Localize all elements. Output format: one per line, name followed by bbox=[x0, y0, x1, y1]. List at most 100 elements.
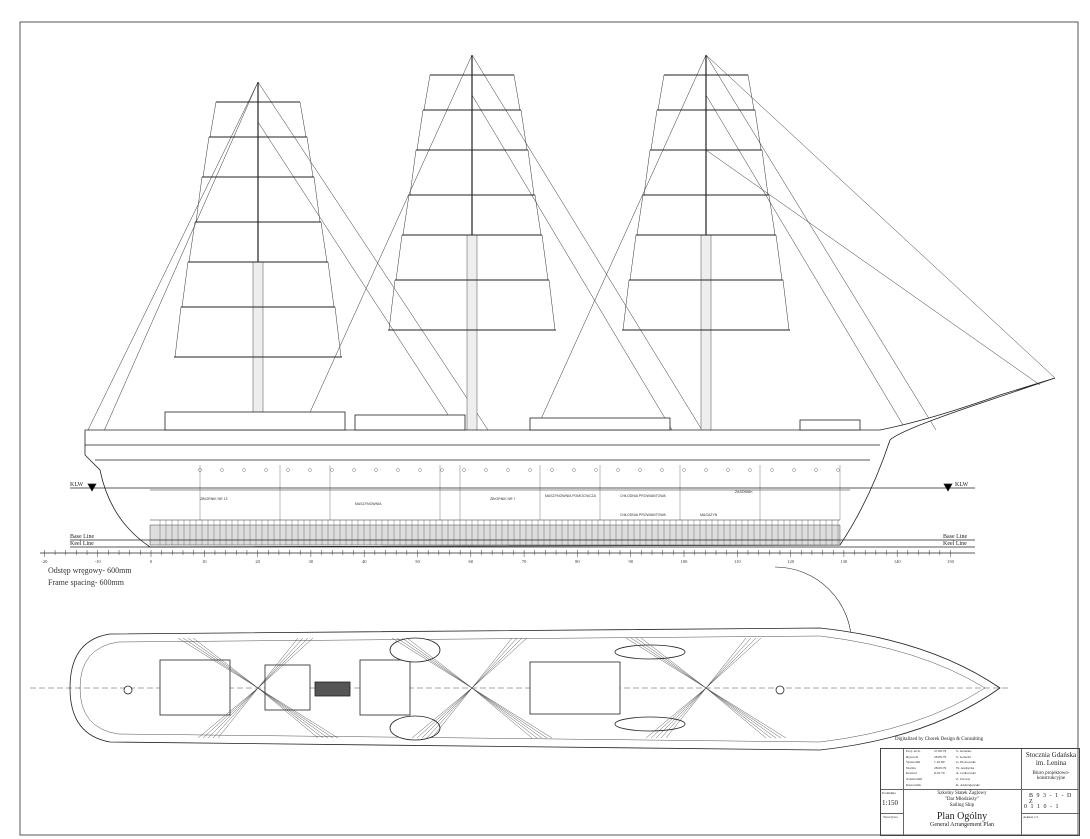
porthole bbox=[374, 468, 378, 472]
material-label: Tworzywo bbox=[883, 815, 898, 819]
plan-brace bbox=[705, 637, 747, 689]
forestay bbox=[705, 54, 1056, 379]
signature-name: S. Golecki bbox=[956, 754, 971, 759]
plan-brace bbox=[257, 687, 324, 739]
sail-edge bbox=[409, 149, 535, 196]
scale-tick-label: 140 bbox=[894, 559, 902, 564]
plan-brace bbox=[471, 637, 518, 689]
waterline-label-bow: KLW bbox=[955, 482, 969, 488]
porthole bbox=[594, 468, 598, 472]
plan-brace bbox=[182, 637, 259, 689]
sail-edge bbox=[622, 279, 790, 331]
scale-tick-label: 90 bbox=[628, 559, 633, 564]
office-line-1: Biuro projektowo- bbox=[1032, 771, 1070, 776]
compartment-label: CHŁODNIA PROWIANTOWA bbox=[620, 494, 667, 498]
signature-name: A. Grabowski bbox=[956, 771, 976, 776]
scale-tick-label: 60 bbox=[469, 559, 474, 564]
plan-brace bbox=[257, 687, 339, 739]
keel-line-label-bow: Keel Line bbox=[943, 541, 967, 547]
sail-edge bbox=[209, 101, 307, 138]
waterline bbox=[40, 483, 975, 554]
company-line-1: Stocznia Gdańska bbox=[1025, 751, 1077, 759]
plan-brace bbox=[257, 637, 299, 689]
scale-tick-label: 80 bbox=[575, 559, 580, 564]
plan-brace bbox=[471, 687, 553, 739]
porthole bbox=[418, 468, 422, 472]
sail-edge bbox=[188, 221, 328, 263]
scale-tick-label: 110 bbox=[734, 559, 741, 564]
drawing-number-2: 0 1 1 0 - 1 bbox=[1024, 804, 1060, 810]
sail-edge bbox=[388, 279, 556, 331]
sail-edge bbox=[395, 234, 549, 281]
stay bbox=[257, 81, 489, 431]
porthole bbox=[616, 468, 620, 472]
signature-date: 27.08.79 bbox=[934, 749, 947, 753]
porthole bbox=[286, 468, 290, 472]
ship-type: Szkolny Statek Żaglowy bbox=[937, 791, 987, 796]
plan-brace bbox=[257, 687, 319, 739]
porthole bbox=[748, 468, 752, 472]
plan-brace bbox=[471, 687, 538, 739]
signature-name: Z. Choroś bbox=[956, 777, 970, 781]
scale-tick-label: 40 bbox=[362, 559, 367, 564]
porthole bbox=[528, 468, 532, 472]
keel-line-label: Keel Line bbox=[70, 541, 94, 547]
scale-tick-label: 10 bbox=[202, 559, 207, 564]
plan-brace bbox=[665, 687, 707, 739]
drawing-frame bbox=[19, 21, 1079, 836]
waterline-label-stern: KLW bbox=[70, 482, 84, 488]
porthole bbox=[704, 468, 708, 472]
plan-brace bbox=[660, 687, 707, 739]
porthole bbox=[242, 468, 246, 472]
plan-brace bbox=[705, 687, 777, 739]
scale-tick-label: 130 bbox=[841, 559, 849, 564]
plan-brace bbox=[426, 687, 473, 739]
compartment-labels: ZBIORNIK NR 13 MASZYNOWNIA ZBIORNIK NR 7… bbox=[200, 490, 753, 517]
sail-edge bbox=[636, 194, 776, 236]
scale-tick-label: 120 bbox=[787, 559, 795, 564]
porthole bbox=[462, 468, 466, 472]
drawing-title-en: General Arrangement Plan bbox=[930, 822, 994, 828]
plan-brace bbox=[640, 637, 707, 689]
spanker-gaff bbox=[99, 81, 259, 441]
compartment-label: MAGAZYN bbox=[700, 513, 718, 517]
sail-edge bbox=[657, 74, 755, 111]
masts bbox=[174, 55, 790, 463]
plan-brace bbox=[411, 687, 473, 739]
sheet-label: Arkusz 1/1 bbox=[1023, 815, 1039, 819]
plan-brace bbox=[655, 687, 707, 739]
sail-edge bbox=[181, 261, 335, 308]
scale-label: Podziałka bbox=[882, 791, 896, 795]
plan-brace bbox=[650, 687, 707, 739]
signature-role: Zatwierdził bbox=[906, 777, 923, 781]
compartment-label: CHŁODNIA PROWIANTOWA bbox=[620, 513, 667, 517]
scale-tick-label: -10 bbox=[95, 559, 102, 564]
scale-tick-label: 20 bbox=[255, 559, 260, 564]
plan-brace bbox=[257, 637, 314, 689]
plan-brace bbox=[202, 687, 259, 739]
scale-tick-label: 0 bbox=[150, 559, 153, 564]
plan-brace bbox=[391, 637, 473, 689]
plan-brace bbox=[625, 637, 707, 689]
stay bbox=[471, 94, 673, 431]
porthole bbox=[682, 468, 686, 472]
deck-plan-rigging bbox=[177, 637, 787, 739]
porthole bbox=[836, 468, 840, 472]
plan-brace bbox=[471, 687, 543, 739]
plan-brace bbox=[192, 637, 259, 689]
signature-name: G. Piotrowski bbox=[956, 760, 976, 765]
backstay bbox=[301, 54, 473, 431]
plan-brace bbox=[471, 687, 533, 739]
sail-edge bbox=[174, 306, 342, 358]
signature-role: Proj. arch. bbox=[906, 749, 921, 753]
plan-brace bbox=[705, 687, 772, 739]
porthole bbox=[638, 468, 642, 472]
plan-brace bbox=[212, 687, 259, 739]
sail-edge bbox=[202, 136, 314, 178]
signature-role: Kierownik bbox=[906, 782, 921, 787]
plan-brace bbox=[630, 637, 707, 689]
company-line-2: im. Lenina bbox=[1035, 759, 1067, 767]
